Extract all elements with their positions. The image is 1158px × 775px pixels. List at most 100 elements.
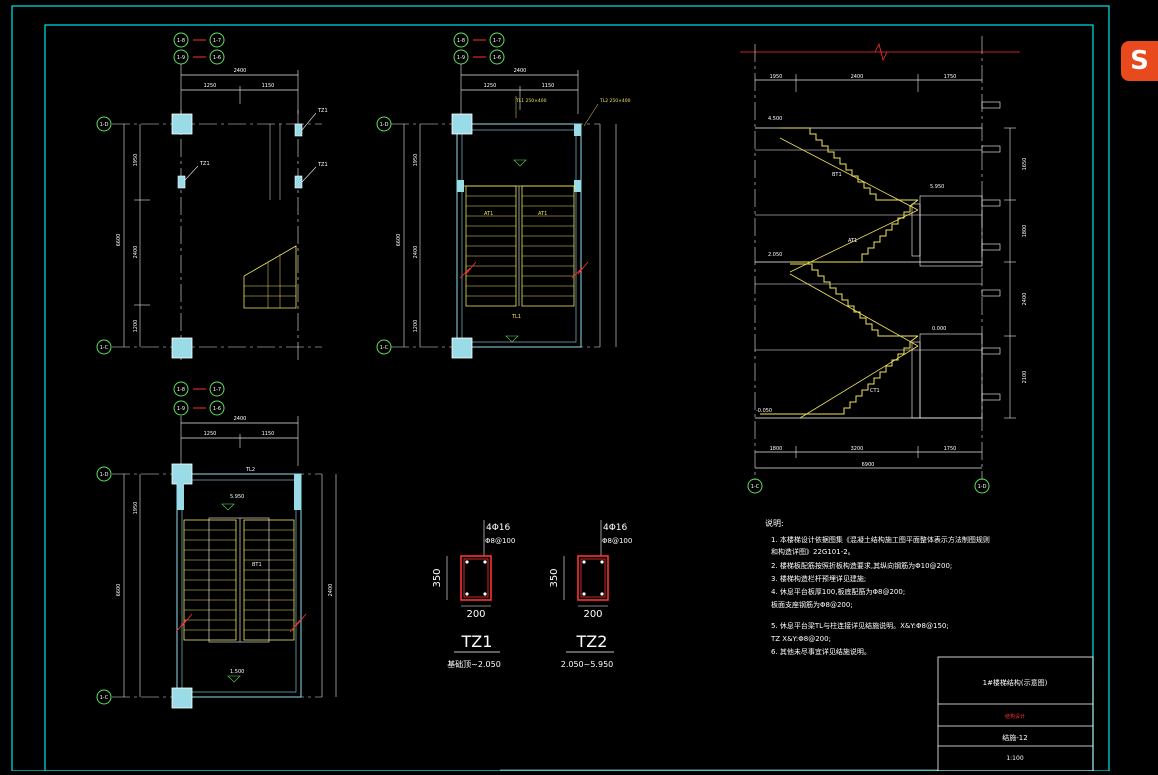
- section-dim-bottom-a: 1800: [770, 446, 783, 452]
- notes-line-3: 2. 楼梯板配筋按照折板构造要求,其纵向钢筋为Φ10@200;: [771, 561, 952, 570]
- section-level-e: -0.050: [756, 408, 772, 414]
- plan1-axis-c: 1-C: [100, 345, 109, 351]
- title-block-scale: 1:100: [1006, 755, 1023, 762]
- tz2-column-section: 4Φ16 Φ8@100 350 200 TZ2 2.050~5.950: [549, 520, 632, 669]
- tz2-rebar: 4Φ16: [603, 523, 628, 533]
- section-label-bt1: BT1: [832, 172, 842, 178]
- section-level-d: 0.000: [932, 326, 946, 332]
- plan3-label-a: TL2: [245, 467, 255, 473]
- plan3-dim-top-b: 1150: [262, 431, 275, 437]
- plan3-axis-d: 1-D: [100, 472, 109, 478]
- notes-line-7: 5. 休息平台梁TL与柱连接详见结施说明。X&Y:Φ8@150;: [771, 621, 949, 630]
- section-level-c: 2.050: [768, 252, 782, 258]
- section-dim-bottom-c: 1750: [944, 446, 957, 452]
- plan2-dim-left-a: 1950: [413, 154, 419, 167]
- tz2-width: 200: [583, 609, 602, 620]
- notes-line-6: 板面支座钢筋为Φ8@200;: [771, 600, 853, 609]
- tz1-rebar: 4Φ16: [486, 523, 511, 533]
- section-dim-top-a: 1950: [770, 74, 783, 80]
- tz1-stirrup: Φ8@100: [485, 537, 515, 545]
- sogou-ime-icon[interactable]: S: [1121, 41, 1158, 81]
- plan1-tag-d: 1-6: [213, 55, 221, 61]
- plan2-note-b: TL2 250×400: [599, 98, 631, 104]
- plan3-dim-top-a: 1250: [204, 431, 217, 437]
- section-axis-d: 1-D: [978, 484, 987, 490]
- plan1-tz-a: TZ1: [317, 108, 328, 114]
- plan2-dim-left-b: 2400: [413, 246, 419, 259]
- plan3-tag-c: 1-9: [177, 406, 185, 412]
- title-block-title: 1#楼梯结构(示意图): [983, 678, 1048, 687]
- tz1-range: 基础顶~2.050: [447, 659, 501, 669]
- plan2-dim-top-a: 1250: [484, 83, 497, 89]
- section-label-at1: AT1: [848, 238, 857, 244]
- stair-plan-2: 1-8 1-7 1-9 1-6 2400 1250 1150 TL1 250×4…: [376, 32, 631, 359]
- plan3-label-d: 1.500: [230, 669, 244, 675]
- plan2-tag-b: 1-7: [493, 38, 501, 44]
- plan2-label-c: TL1: [511, 314, 521, 320]
- plan3-dim-top-total: 2400: [234, 416, 247, 422]
- tz2-stirrup: Φ8@100: [602, 537, 632, 545]
- section-label-ct1: CT1: [870, 388, 880, 394]
- plan2-flight-left: [465, 185, 517, 307]
- title-block-red-text: 结构设计: [1005, 713, 1025, 720]
- plan3-flight-left: [183, 519, 237, 641]
- plan1-axis-d: 1-D: [100, 122, 109, 128]
- tz1-width: 200: [466, 609, 485, 620]
- tz2-title: TZ2: [576, 632, 608, 651]
- plan1-dim-top-total: 2400: [234, 68, 247, 74]
- plan1-dim-left-a: 1950: [133, 154, 139, 167]
- plan1-tz-b: TZ1: [317, 162, 328, 168]
- notes-line-4: 3. 楼梯构造栏杆预埋详见建施;: [771, 574, 866, 583]
- plan2-label-b: AT1: [538, 211, 547, 217]
- plan2-axis-c: 1-C: [380, 345, 389, 351]
- plan3-tag-d: 1-6: [213, 406, 221, 412]
- section-dim-top-b: 2400: [851, 74, 864, 80]
- plan3-dim-right: 2400: [328, 584, 334, 597]
- plan3-label-c: BT1: [252, 562, 262, 568]
- plan1-dim-top-b: 1150: [262, 83, 275, 89]
- plan3-tag-b: 1-7: [213, 387, 221, 393]
- tz1-height: 350: [432, 568, 443, 587]
- plan2-label-a: AT1: [484, 211, 493, 217]
- section-level-b: 5.950: [930, 184, 944, 190]
- notes-line-1: 1. 本楼梯设计依据图集《混凝土结构施工图平面整体表示方法制图规则: [771, 535, 990, 544]
- plan3-tag-a: 1-8: [177, 387, 185, 393]
- plan1-tag-a: 1-8: [177, 38, 185, 44]
- section-right-dim-a: 1650: [1022, 158, 1028, 171]
- plan2-dim-top-b: 1150: [542, 83, 555, 89]
- stair-plan-1: 1-8 1-7 1-9 1-6 2400 1250 1150 1-D 1-C 6…: [96, 32, 328, 360]
- notes-line-9: 6. 其他未尽事宜详见结施说明。: [771, 647, 871, 656]
- plan2-axis-d: 1-D: [380, 122, 389, 128]
- plan2-flight-right: [521, 185, 575, 307]
- plan1-dim-left-c: 1200: [133, 320, 139, 333]
- notes-line-8: TZ X&Y:Φ8@200;: [770, 635, 831, 643]
- plan2-dim-top-total: 2400: [514, 68, 527, 74]
- plan2-tag-c: 1-9: [457, 55, 465, 61]
- plan3-axis-c: 1-C: [100, 695, 109, 701]
- plan2-dim-left-total: 6600: [396, 234, 402, 247]
- title-block-drawing-no: 结施-12: [1002, 733, 1027, 742]
- stair-section: 1950 2400 1750 BT1 AT1 CT1 4.50: [740, 36, 1028, 494]
- plan1-tz-c: TZ1: [199, 161, 210, 167]
- plan1-tag-b: 1-7: [213, 38, 221, 44]
- plan2-tag-d: 1-6: [493, 55, 501, 61]
- plan2-dim-left-c: 1200: [413, 320, 419, 333]
- plan2-note-a: TL1 250×400: [515, 98, 547, 104]
- section-dim-top-c: 1750: [944, 74, 957, 80]
- design-notes: 说明: 1. 本楼梯设计依据图集《混凝土结构施工图平面整体表示方法制图规则 和构…: [765, 518, 990, 656]
- notes-line-2: 和构造详图》22G101-2。: [771, 547, 855, 556]
- plan3-dim-left-total: 6600: [116, 584, 122, 597]
- notes-heading: 说明:: [765, 518, 784, 528]
- plan2-tag-a: 1-8: [457, 38, 465, 44]
- tz2-range: 2.050~5.950: [561, 660, 614, 669]
- plan1-dim-left-total: 6600: [116, 234, 122, 247]
- section-axis-c: 1-C: [751, 484, 760, 490]
- plan1-tag-c: 1-9: [177, 55, 185, 61]
- tz1-title: TZ1: [461, 632, 493, 651]
- plan1-dim-left-b: 2400: [133, 246, 139, 259]
- section-level-a: 4.500: [768, 116, 782, 122]
- tz1-column-section: 4Φ16 Φ8@100 350 200 TZ1 基础顶~2.050: [432, 520, 515, 669]
- section-right-dim-d: 2100: [1022, 371, 1028, 384]
- plan1-dim-top-a: 1250: [204, 83, 217, 89]
